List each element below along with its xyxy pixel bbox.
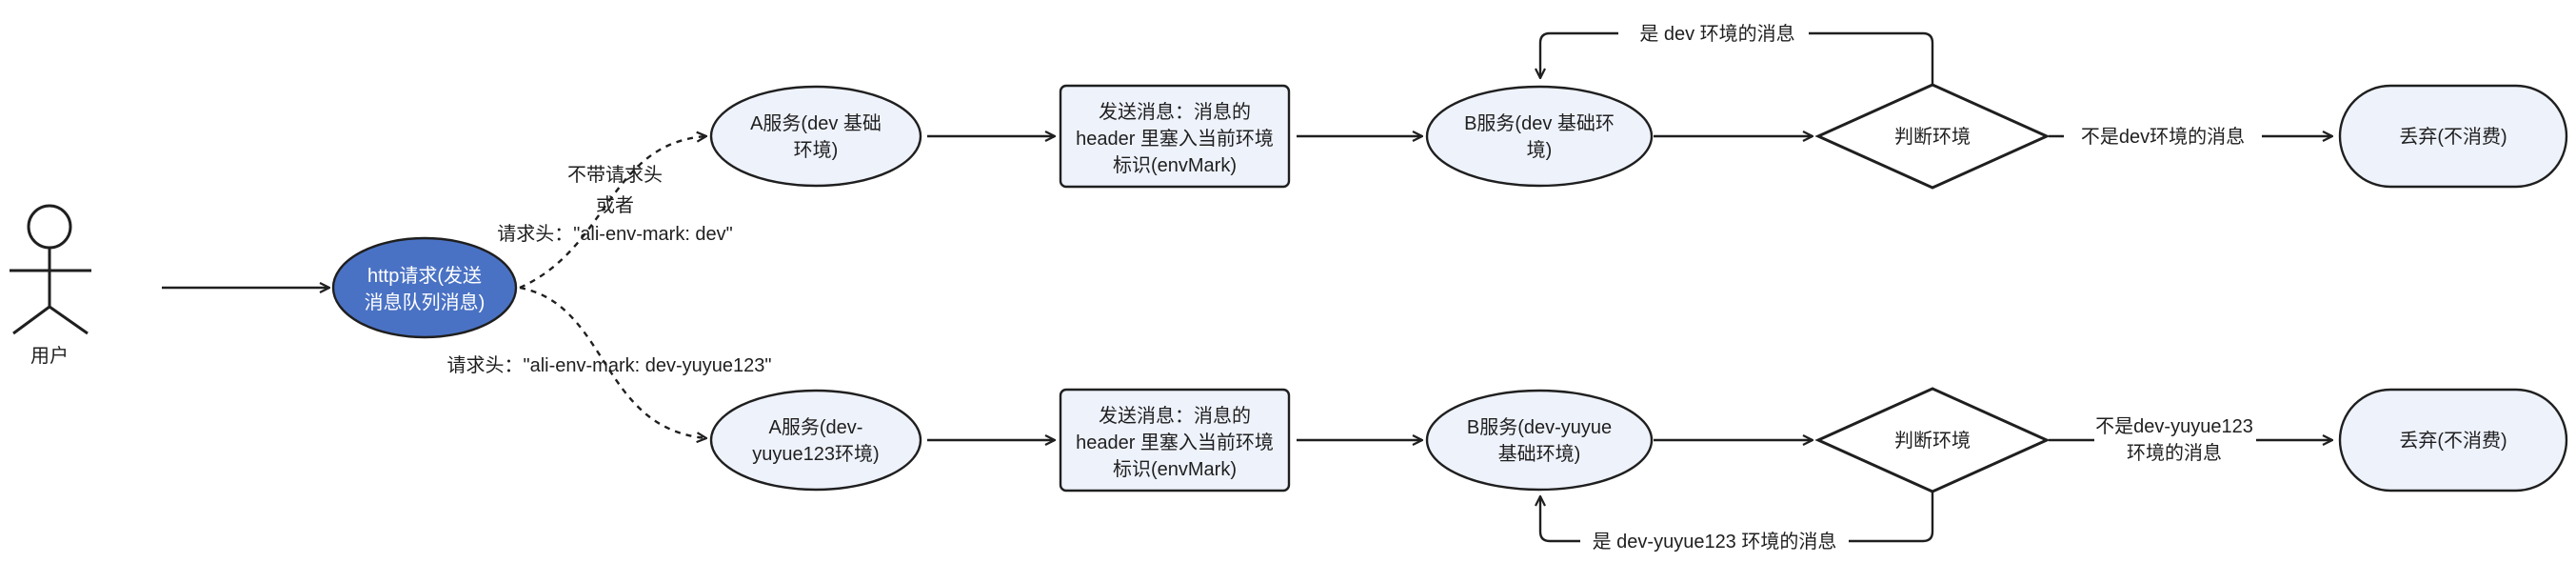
top-no-label: 不是dev环境的消息	[2081, 126, 2245, 148]
top-judge-decision-node	[1814, 83, 2051, 190]
top-b-service-label-1: B服务(dev 基础环	[1464, 112, 1615, 134]
top-a-service-node	[709, 85, 922, 188]
bottom-b-service-label-1: B服务(dev-yuyue	[1467, 416, 1612, 438]
bottom-judge-label: 判断环境	[1894, 430, 1971, 452]
top-b-service-label-2: 境)	[1527, 139, 1553, 161]
top-send-message-node	[1059, 84, 1291, 189]
bottom-no-label-1: 不是dev-yuyue123	[2095, 416, 2253, 437]
top-loop-label: 是 dev 环境的消息	[1639, 23, 1794, 45]
bottom-a-service-label-1: A服务(dev-	[769, 416, 863, 438]
edge-http-to-top-a	[519, 136, 706, 290]
top-send-label-2: header 里塞入当前环境	[1076, 128, 1274, 150]
bottom-a-service-node	[709, 389, 922, 492]
bottom-a-service-label-2: yuyue123环境)	[752, 443, 879, 465]
bottom-no-label-2: 环境的消息	[2127, 442, 2222, 464]
bottom-discard-label: 丢弃(不消费)	[2399, 430, 2507, 452]
bottom-loop-label: 是 dev-yuyue123 环境的消息	[1593, 531, 1837, 553]
top-b-service-node	[1425, 85, 1654, 188]
bottom-send-label-1: 发送消息：消息的	[1099, 405, 1251, 427]
top-send-label-1: 发送消息：消息的	[1099, 101, 1251, 123]
bottom-send-label-3: 标识(envMark)	[1113, 458, 1237, 480]
http-request-label-1: http请求(发送	[367, 265, 482, 287]
top-discard-node	[2338, 84, 2568, 189]
top-send-label-3: 标识(envMark)	[1113, 154, 1237, 176]
user-actor-label: 用户	[30, 345, 69, 367]
top-a-service-label-1: A服务(dev 基础	[750, 112, 882, 134]
top-route-label-3: 请求头："ali-env-mark: dev"	[497, 223, 733, 245]
top-discard-label: 丢弃(不消费)	[2399, 126, 2507, 148]
bottom-send-message-node	[1059, 388, 1291, 493]
http-request-label-2: 消息队列消息)	[365, 292, 485, 313]
top-judge-label: 判断环境	[1894, 126, 1971, 148]
user-actor-icon	[10, 204, 91, 335]
bottom-route-label: 请求头："ali-env-mark: dev-yuyue123"	[447, 354, 772, 376]
http-request-node	[331, 236, 518, 339]
bottom-discard-node	[2338, 388, 2568, 493]
top-route-label-2: 或者	[596, 194, 634, 216]
bottom-b-service-label-2: 基础环境)	[1498, 443, 1581, 465]
top-route-label-1: 不带请求头	[567, 164, 663, 186]
bottom-send-label-2: header 里塞入当前环境	[1076, 432, 1274, 453]
bottom-b-service-node	[1425, 389, 1654, 492]
top-a-service-label-2: 环境)	[794, 139, 839, 161]
